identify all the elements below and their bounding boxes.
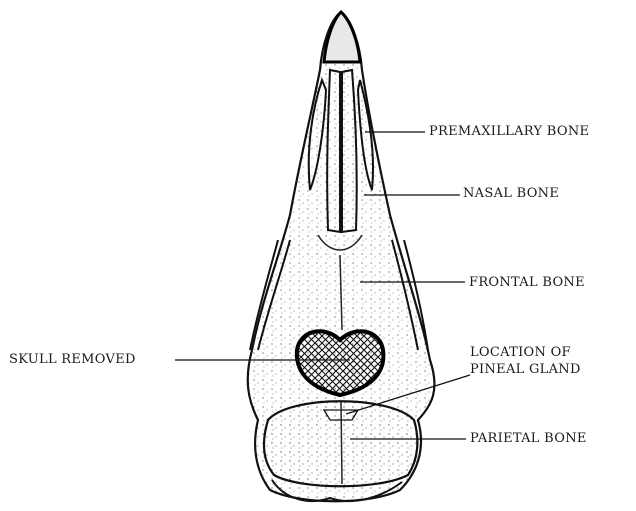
label-skull-removed: SKULL REMOVED <box>9 351 136 368</box>
label-nasal-bone: NASAL BONE <box>463 185 559 202</box>
snout-tip <box>324 12 360 62</box>
label-parietal-bone: PARIETAL BONE <box>470 430 587 447</box>
label-pineal-gland: LOCATION OF PINEAL GLAND <box>470 344 581 378</box>
label-frontal-bone: FRONTAL BONE <box>469 274 585 291</box>
label-pineal-line-2: PINEAL GLAND <box>470 361 581 378</box>
label-premaxillary-bone: PREMAXILLARY BONE <box>429 123 589 140</box>
label-pineal-line-1: LOCATION OF <box>470 344 581 361</box>
parietal-suture <box>341 402 342 484</box>
